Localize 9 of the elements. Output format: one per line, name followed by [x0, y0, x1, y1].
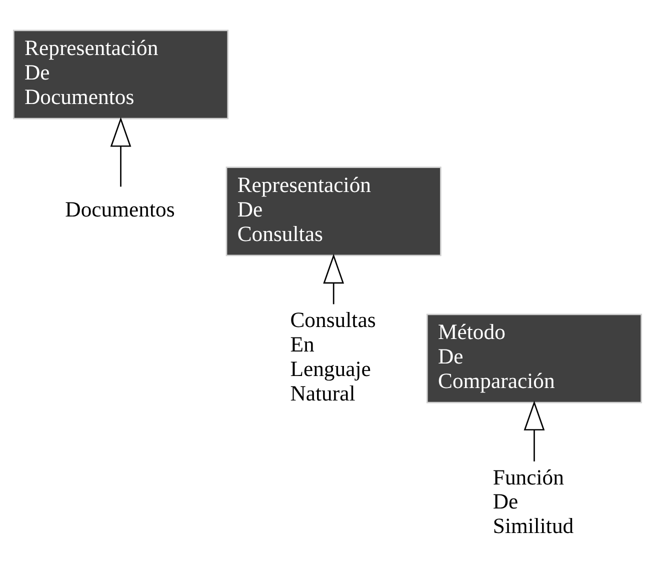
arrow — [524, 400, 545, 461]
node-text: Función De Similitud — [492, 464, 574, 538]
arrow — [323, 253, 344, 304]
node-text: Consultas En Lenguaje Natural — [290, 308, 376, 405]
node-box: Método De Comparación — [426, 313, 642, 403]
arrow — [110, 116, 132, 186]
node-box: Representación De Documentos — [12, 29, 229, 119]
node-text: Documentos — [65, 197, 175, 222]
node-box: Representación De Consultas — [226, 166, 442, 256]
